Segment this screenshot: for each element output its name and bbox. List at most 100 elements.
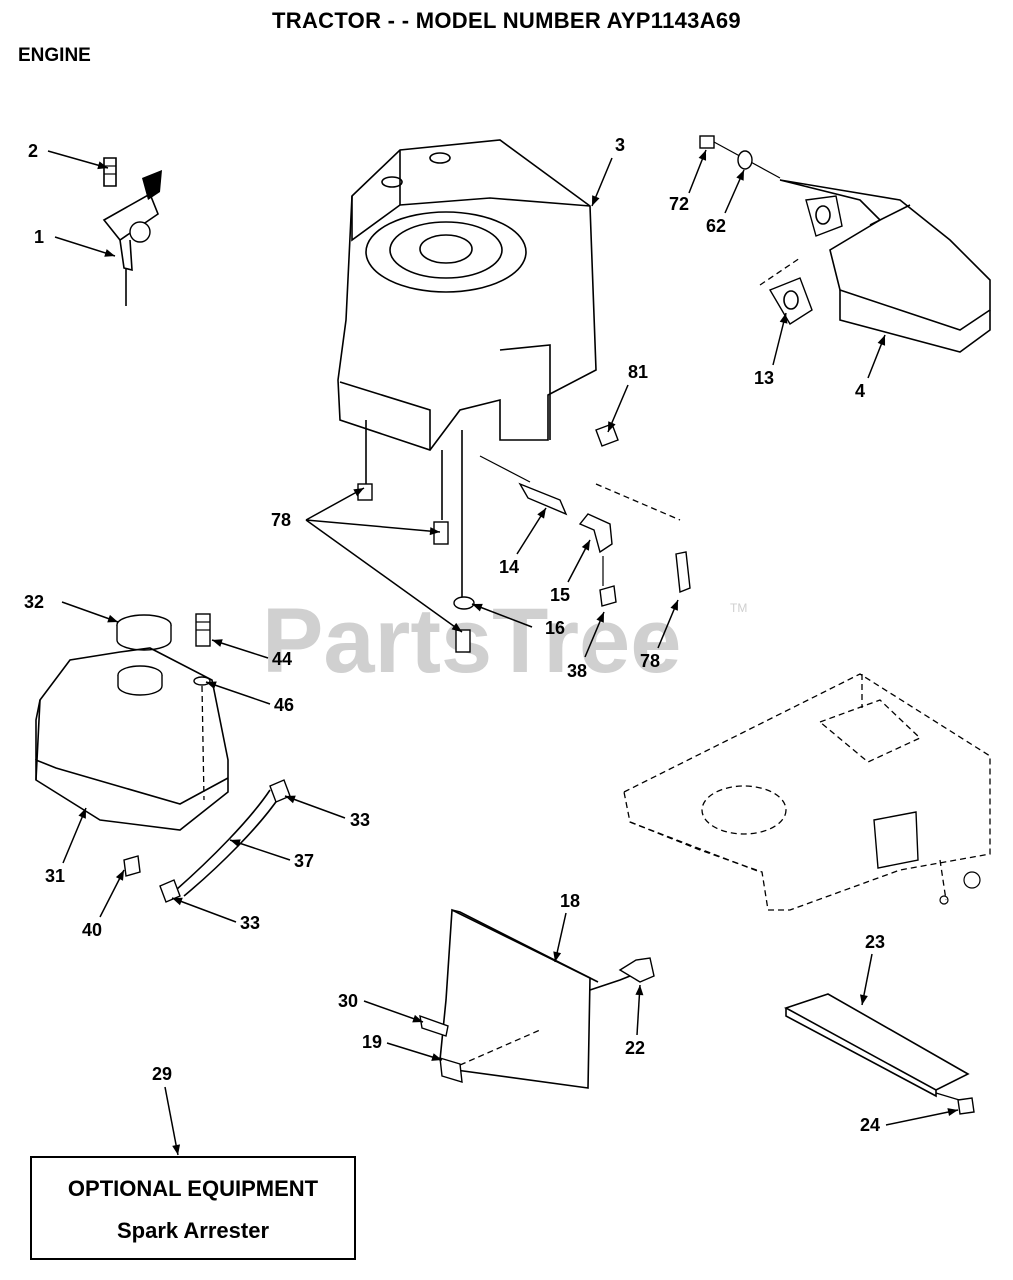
callout-p22: 22 (625, 984, 645, 1058)
callout-p44: 44 (211, 639, 292, 669)
callout-p38: 38 (567, 611, 605, 681)
leader-arrowhead (172, 897, 183, 906)
part-number-label: 18 (560, 891, 580, 911)
part-number-label: 22 (625, 1038, 645, 1058)
leader-arrowhead (429, 527, 440, 536)
callout-p2: 2 (28, 141, 109, 170)
part-number-label: 14 (499, 557, 519, 577)
callout-p1: 1 (34, 227, 116, 257)
throttle-control-drawing (102, 157, 162, 306)
callout-p24: 24 (860, 1108, 959, 1135)
leader-line (363, 1000, 424, 1023)
watermark-trademark: TM (730, 601, 747, 615)
part-number-label: 32 (24, 592, 44, 612)
part-number-label: 13 (754, 368, 774, 388)
leader-line (229, 839, 291, 861)
leader-arrowhead (472, 603, 483, 612)
callout-p78b: 78 (640, 599, 679, 671)
callout-p37: 37 (229, 839, 314, 871)
heat-shield-drawing (419, 908, 655, 1089)
leader-line (305, 519, 441, 533)
callout-p32: 32 (24, 592, 119, 623)
muffler-drawing (699, 135, 991, 353)
leader-arrowhead (736, 170, 744, 181)
callout-p16: 16 (471, 603, 565, 638)
leader-arrowhead (285, 795, 296, 804)
part-number-label: 81 (628, 362, 648, 382)
leader-arrowhead (230, 839, 241, 847)
callout-p19: 19 (362, 1032, 443, 1061)
leader-line (885, 1109, 959, 1126)
part-number-label: 4 (855, 381, 865, 401)
callout-p81: 81 (607, 362, 648, 433)
leader-arrowhead (670, 600, 678, 611)
part-number-label: 37 (294, 851, 314, 871)
leader-arrowhead (596, 612, 604, 623)
callout-p62: 62 (706, 169, 745, 236)
part-number-label: 2 (28, 141, 38, 161)
leader-arrowhead (877, 335, 886, 346)
part-number-label: 15 (550, 585, 570, 605)
part-number-label: 30 (338, 991, 358, 1011)
callout-p3: 3 (591, 135, 625, 207)
leader-arrowhead (859, 994, 868, 1005)
part-number-label: 23 (865, 932, 885, 952)
part-number-label: 62 (706, 216, 726, 236)
leader-arrowhead (78, 808, 86, 819)
fuel-tank-drawing (35, 613, 291, 903)
part-number-label: 29 (152, 1064, 172, 1084)
part-number-label: 72 (669, 194, 689, 214)
callout-p46: 46 (205, 681, 294, 715)
part-number-label: 16 (545, 618, 565, 638)
leader-line (54, 236, 116, 257)
leader-line (305, 487, 365, 521)
callout-78-multi: 78 (271, 487, 463, 633)
part-number-label: 31 (45, 866, 65, 886)
page-title: TRACTOR - - MODEL NUMBER AYP1143A69 (272, 8, 741, 33)
leader-arrowhead (172, 1144, 181, 1155)
part-number-label: 33 (240, 913, 260, 933)
callout-p13: 13 (754, 312, 788, 388)
leader-arrowhead (212, 639, 223, 647)
optional-equipment-title: OPTIONAL EQUIPMENT (67, 1176, 319, 1201)
callout-p31: 31 (45, 807, 87, 886)
part-number-label: 38 (567, 661, 587, 681)
part-number-label: 19 (362, 1032, 382, 1052)
leader-arrowhead (115, 870, 124, 881)
leader-arrowhead (431, 1053, 442, 1061)
fuel-fittings-drawing (479, 423, 691, 607)
callout-p30: 30 (338, 991, 424, 1023)
leader-arrowhead (107, 614, 118, 623)
leader-arrowhead (553, 951, 562, 962)
section-title: ENGINE (18, 45, 91, 66)
callout-p29: 29 (152, 1064, 181, 1156)
callout-p40: 40 (82, 869, 125, 940)
callout-p33a: 33 (284, 795, 370, 830)
part-number-label: 78 (271, 510, 291, 530)
leader-arrowhead (592, 195, 600, 206)
callout-p72: 72 (669, 149, 707, 214)
leader-arrowhead (206, 681, 217, 690)
leader-arrowhead (451, 622, 462, 632)
part-number-label: 40 (82, 920, 102, 940)
leader-arrowhead (779, 313, 788, 324)
callout-p18: 18 (553, 891, 580, 963)
leader-arrowhead (947, 1108, 958, 1116)
callout-p14: 14 (499, 507, 547, 577)
frame-plate-drawing (623, 673, 991, 911)
callout-p33b: 33 (171, 897, 260, 933)
leader-arrowhead (581, 540, 590, 551)
part-number-label: 46 (274, 695, 294, 715)
leader-line (164, 1086, 179, 1156)
optional-equipment-item: Spark Arrester (116, 1218, 270, 1243)
part-number-label: 1 (34, 227, 44, 247)
part-number-label: 3 (615, 135, 625, 155)
leader-arrowhead (104, 249, 115, 257)
callout-p4: 4 (855, 334, 886, 401)
part-number-label: 44 (272, 649, 292, 669)
part-number-label: 24 (860, 1115, 880, 1135)
leader-arrowhead (698, 150, 707, 161)
